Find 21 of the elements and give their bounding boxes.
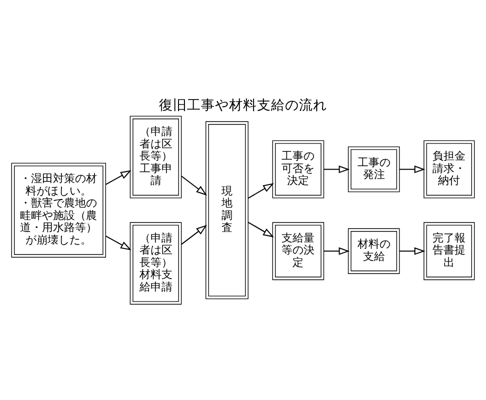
diagram-title: 復旧工事や材料支給の流れ [159, 97, 327, 114]
node-box: 負担金請求・納付 [424, 140, 475, 198]
arrow [181, 176, 208, 196]
node-box: （申請者は区長等） 工事申請 [130, 116, 182, 198]
arrow [248, 222, 274, 238]
node-box: （申請者は区長等） 材料支給申請 [130, 222, 182, 305]
node-box: 工事の可否を決定 [272, 140, 324, 198]
node-box: 工事の発注 [348, 146, 400, 192]
arrow [106, 170, 132, 185]
arrow [106, 236, 132, 250]
arrow [400, 247, 426, 255]
node-box: ・湿田対策の材料がほしい。 ・獣害で農地の畦畔や施設（農道・用水路等）が崩壊した。 [11, 162, 106, 258]
arrow [324, 247, 350, 255]
node-box: 材料の支給 [348, 228, 400, 274]
arrow [181, 224, 208, 245]
arrow [248, 183, 274, 199]
node-box: 現地調査 [206, 121, 248, 300]
node-box: 完了報告書提出 [424, 222, 475, 280]
arrow [324, 166, 350, 174]
node-box: 支給量等の決定 [272, 222, 324, 280]
arrow [400, 166, 426, 174]
